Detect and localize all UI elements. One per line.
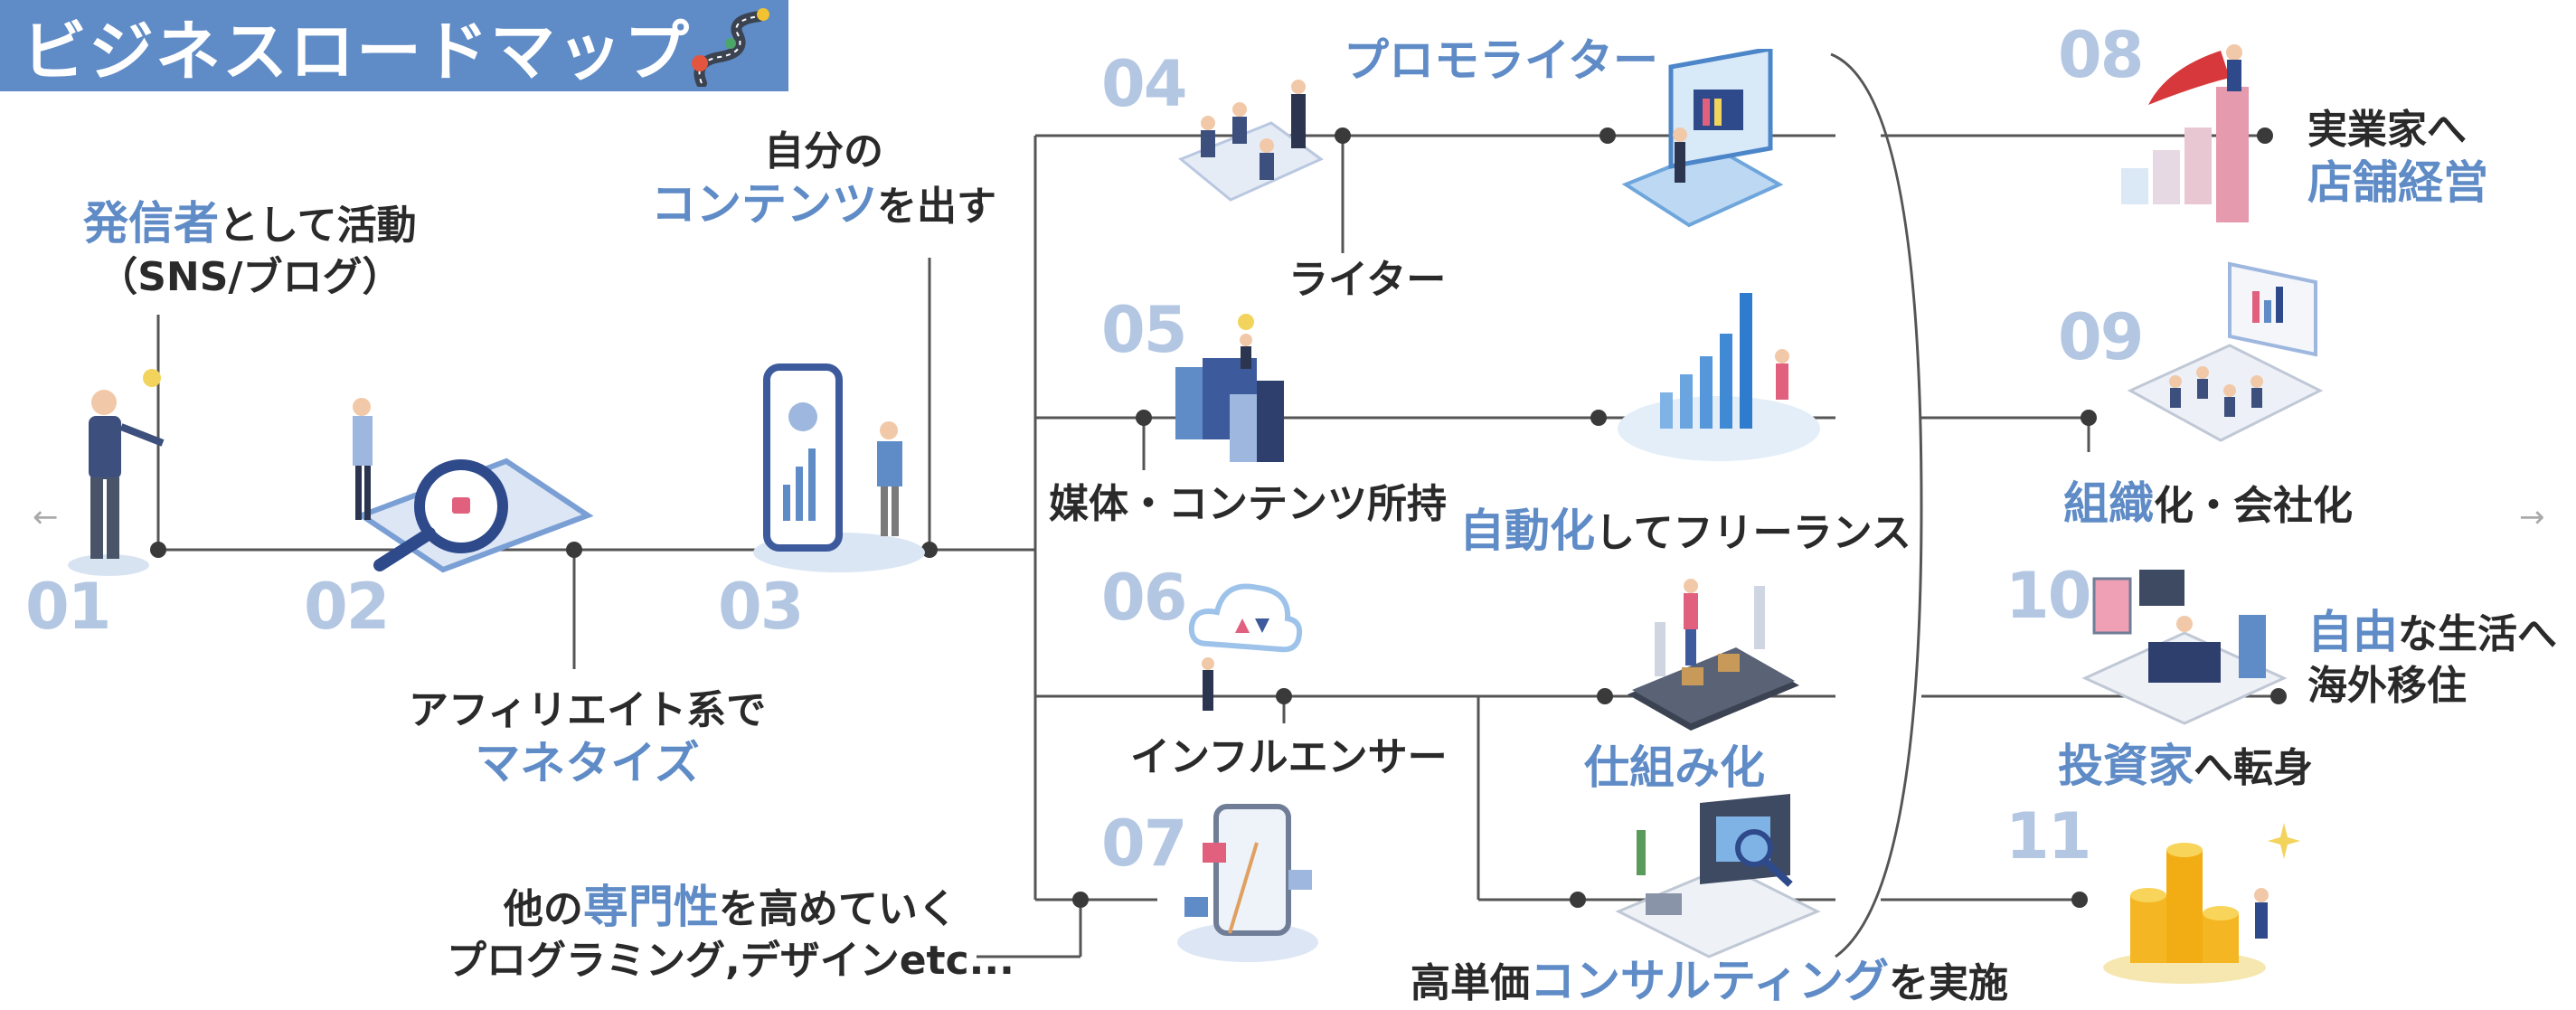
step-number-02: 02 [304,570,390,644]
step-07-text: を高めていく [718,886,958,932]
seminar-icon [2127,261,2324,442]
step-09-label: 組織化・会社化 [2063,476,2353,533]
step-07-sub: プログラミング,デザインetc... [447,937,1014,984]
step-01-label: 発信者として活動 （SNS/ブログ） [83,195,417,302]
step-03-label: 自分の コンテンツを出す [651,127,996,233]
step-10-text: な生活へ [2398,611,2557,657]
road-map-icon [692,8,769,87]
step-05-branch-highlight: 自動化 [1459,505,1595,557]
businessman-idea-icon [68,369,165,576]
next-arrow-icon[interactable]: → [2519,499,2545,535]
step-11-highlight: 投資家 [2058,740,2194,792]
step-number-03: 03 [718,570,804,644]
step-03-text: を出す [877,184,996,230]
prev-arrow-icon[interactable]: ← [33,499,59,535]
step-06-branch-highlight: 仕組み化 [1584,741,1765,794]
step-02-label: アフィリエイト系で マネタイズ [409,685,766,792]
step-06-label: インフルエンサー [1130,734,1448,780]
step-07-pre: 他の [503,886,583,932]
step-number-06: 06 [1101,561,1187,635]
consulting-desk-icon [1615,794,1821,958]
step-05-branch: 自動化してフリーランス [1459,503,1911,560]
step-11-text: へ転身 [2194,745,2313,791]
step-08-label: 実業家へ 店舗経営 [2307,105,2488,212]
step-05-label: 媒体・コンテンツ所持 [1049,481,1447,527]
step-01-highlight: 発信者 [83,197,219,250]
smartphone-chart-icon [753,363,925,572]
step-07-highlight: 専門性 [582,881,719,933]
step-number-08: 08 [2058,18,2144,92]
robot-factory-icon [1628,579,1799,731]
step-02-pre: アフィリエイト系で [409,687,767,733]
step-10-sub: 海外移住 [2307,662,2467,709]
step-number-05: 05 [1101,293,1187,367]
step-10-label: 自由な生活へ 海外移住 [2307,604,2557,711]
step-05-branch-text: してフリーランス [1595,510,1911,556]
step-10-highlight: 自由 [2307,606,2398,658]
bar-chart-icon [1618,293,1820,461]
step-03-highlight: コンテンツ [651,178,877,231]
step-08-text: 実業家へ [2307,107,2467,153]
gold-coins-icon [2103,823,2300,984]
meeting-icon [1178,80,1324,202]
step-08-highlight: 店舗経営 [2307,156,2488,209]
cloud-upload-icon [1188,583,1303,711]
travel-office-icon [2081,570,2288,725]
step-number-10: 10 [2005,559,2091,633]
step-number-11: 11 [2005,799,2091,873]
magnifier-lock-icon [353,398,594,573]
title-banner: ビジネスロードマップ [0,0,788,91]
step-09-text: 化・会社化 [2154,483,2353,529]
app-builder-icon [1177,804,1318,962]
step-02-highlight: マネタイズ [475,737,700,789]
books-idea-icon [1175,314,1284,462]
step-number-07: 07 [1101,807,1187,881]
step-number-04: 04 [1101,47,1187,121]
laptop-books-icon [1621,49,1784,228]
step-04-branch-highlight: プロモライター [1344,34,1658,87]
step-06-branch2-text: を実施 [1889,960,2008,1006]
step-01-text: として活動 [219,203,417,249]
growth-hero-icon [2121,44,2249,222]
page-title: ビジネスロードマップ [22,14,692,90]
step-04-branch: プロモライター [1344,33,1658,90]
step-number-09: 09 [2058,300,2144,374]
step-06-branch2-pre: 高単価 [1411,960,1530,1006]
step-01-sub: （SNS/ブログ） [98,253,402,300]
step-07-label: 他の専門性を高めていく プログラミング,デザインetc... [447,879,1014,986]
step-04-label: ライター [1288,257,1447,303]
step-06-branch: 仕組み化 [1584,740,1765,797]
step-03-top: 自分の [764,128,883,175]
step-09-highlight: 組織 [2063,477,2154,530]
step-11-label: 投資家へ転身 [2058,738,2313,795]
step-number-01: 01 [25,570,111,644]
